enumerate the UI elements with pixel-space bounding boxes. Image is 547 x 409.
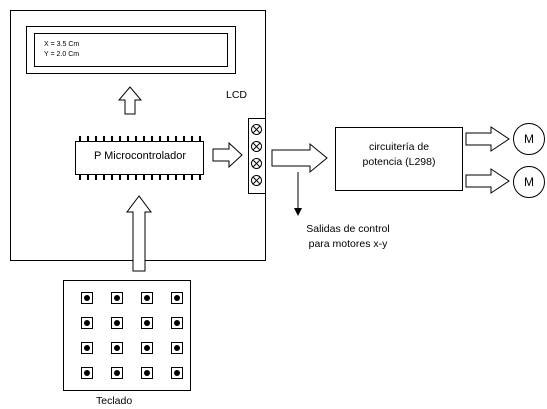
terminal-screw-2 [251,141,262,152]
arrow-mcu-to-terminals [212,141,243,169]
keypad-key [81,317,93,329]
pin1-marker: P [93,150,105,162]
keypad-key [111,292,123,304]
terminal-screw-3 [251,158,262,169]
lcd-line-y: Y = 2.0 Cm [44,51,80,58]
arrow-driver-to-motor-1 [465,126,510,152]
outputs-arrowhead [294,208,302,216]
control-outputs-label: Salidas de control para motores x-y [288,222,408,252]
keypad-key [81,367,93,379]
keypad [63,280,191,391]
power-driver-box [335,127,463,191]
microcontroller-chip [75,141,204,175]
keypad-key [81,292,93,304]
lcd-screen [34,33,228,67]
keypad-key [141,367,153,379]
keypad-key [111,342,123,354]
keypad-label: Teclado [96,395,133,407]
lcd-line-x: X = 3.5 Cm [44,41,80,48]
keypad-key [111,317,123,329]
arrow-driver-to-motor-2 [465,168,510,194]
keypad-key [81,342,93,354]
arrow-terminals-to-driver [271,142,328,174]
keypad-key [141,292,153,304]
keypad-key [111,367,123,379]
outputs-line-2: para motores x-y [308,238,388,250]
keypad-key [171,342,183,354]
keypad-key [171,292,183,304]
microcontroller-label: P Microcontrolador [70,150,210,162]
terminal-screw-4 [251,175,262,186]
outputs-line-1: Salidas de control [306,223,390,235]
terminal-screw-1 [251,124,262,135]
keypad-key [141,342,153,354]
power-driver-label: circuitería de potencia (L298) [336,140,462,170]
keypad-key [141,317,153,329]
lcd-label: LCD [226,89,248,101]
keypad-key [171,367,183,379]
arrow-mcu-to-lcd [117,86,143,115]
arrow-keypad-to-mcu [126,195,152,272]
motor-x: M [513,123,545,155]
driver-line-1: circuitería de [368,141,430,153]
lcd-display [26,26,236,74]
motor-y: M [513,166,545,198]
driver-line-2: potencia (L298) [362,156,436,168]
microcontroller-text: Microcontrolador [104,150,187,162]
keypad-key [171,317,183,329]
